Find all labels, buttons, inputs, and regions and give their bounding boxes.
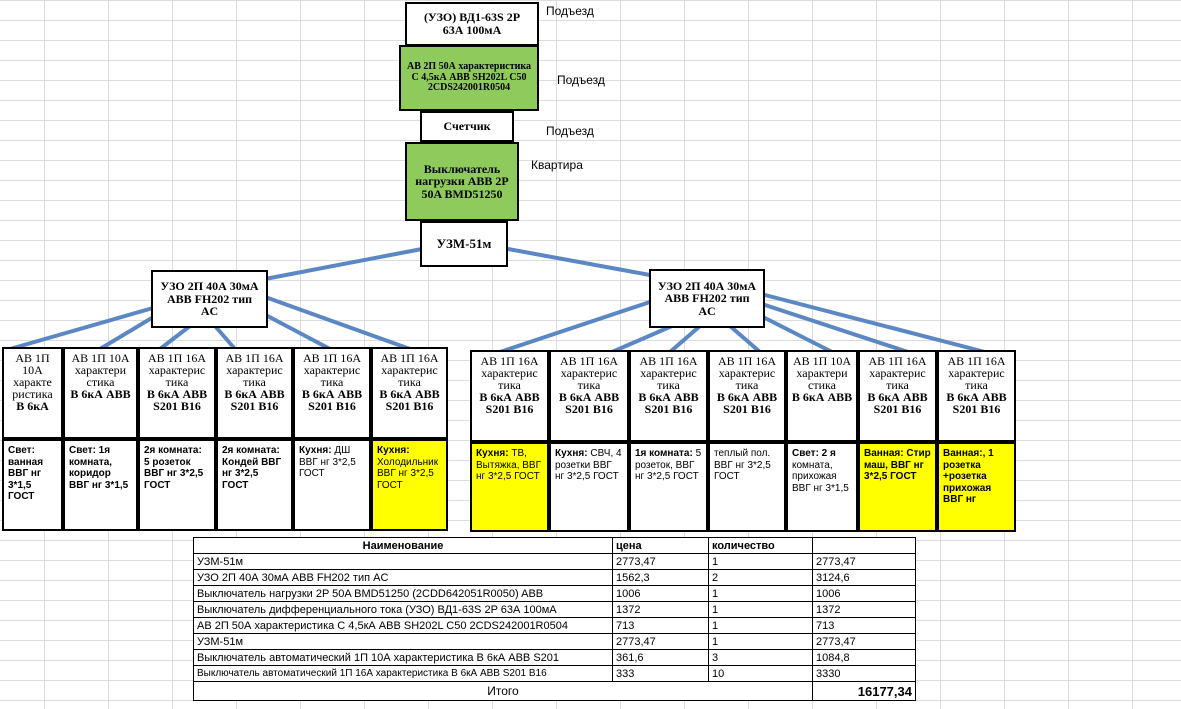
- circuit-right-3: 1я комната: 5 розеток, ВВГ нг 3*2,5 ГОСТ: [629, 442, 708, 532]
- link-relay-rcd-right: [506, 247, 652, 277]
- circuit-left-3: 2я комната: 5 розеток ВВГ нг 3*2,5 ГОСТ: [138, 439, 216, 531]
- meter-box: Счетчик: [420, 111, 514, 142]
- breaker-left-2: АВ 1П 10А характери стика В 6кА ABB: [63, 347, 138, 439]
- breaker-right-1: АВ 1П 16А характерис тика В 6кА ABB S201…: [470, 350, 549, 442]
- load-switch-label: Выключатель нагрузки ABB 2P 50A BMD51250: [415, 161, 509, 201]
- col-header-name: Наименование: [193, 537, 613, 554]
- rcd-right-box: УЗО 2П 40А 30мА ABB FH202 тип AC: [649, 269, 765, 328]
- breaker-left-3: АВ 1П 16А характерис тика В 6кА ABB S201…: [138, 347, 216, 439]
- breaker-right-2: АВ 1П 16А характерис тика В 6кА ABB S201…: [549, 350, 629, 442]
- circuit-right-2: Кухня: СВЧ, 4 розетки ВВГ нг 3*2,5 ГОСТ: [549, 442, 629, 532]
- relay-box: УЗМ-51м: [420, 221, 508, 267]
- table-row: Выключатель автоматический 1П 10А характ…: [193, 649, 916, 666]
- circuit-right-6: Ванная: Стир маш, ВВГ нг 3*2,5 ГОСТ: [858, 442, 937, 532]
- breaker-left-5: АВ 1П 16А характерис тика В 6кА ABB S201…: [293, 347, 371, 439]
- link-rcd-right-b3: [668, 324, 702, 354]
- link-rcd-right-b1: [498, 300, 652, 354]
- link-rcd-right-b4: [728, 324, 762, 354]
- rcd-left-box: УЗО 2П 40А 30мА ABB FH202 тип AC: [151, 270, 268, 328]
- table-header: Наименование цена количество: [193, 537, 916, 554]
- link-rcd-right-b5: [763, 316, 834, 354]
- circuit-right-1: Кухня: ТВ, Вытяжка, ВВГ нг 3*2,5 ГОСТ: [470, 442, 549, 532]
- link-rcd-left-b5: [258, 310, 332, 351]
- rcd-main-label: (УЗО) ВД1-63S 2P 63А 100мА: [423, 10, 521, 37]
- table-total-row: Итого 16177,34: [193, 681, 916, 701]
- breaker-left-4: АВ 1П 16А характерис тика В 6кА ABB S201…: [216, 347, 293, 439]
- circuit-right-7: Ванная:, 1 розетка +розетка прихожая ВВГ…: [937, 442, 1016, 532]
- col-header-sum: [812, 537, 916, 554]
- link-rcd-right-b7: [763, 293, 987, 354]
- circuit-left-1: Свет: ванная ВВГ нг 3*1,5 ГОСТ: [2, 439, 63, 531]
- circuit-left-4: 2я комната: Кондей ВВГ нг 3*2,5 ГОСТ: [216, 439, 293, 531]
- rcd-left-label: УЗО 2П 40А 30мА ABB FH202 тип AC: [160, 279, 259, 319]
- breaker-main-label: АВ 2П 50А характеристика С 4,5кА ABB SH2…: [407, 61, 531, 94]
- circuit-left-6: Кухня: Холодильник ВВГ нг 3*2,5 ГОСТ: [371, 439, 448, 531]
- link-relay-rcd-left: [263, 247, 424, 281]
- rcd-main-box: (УЗО) ВД1-63S 2P 63А 100мА: [405, 2, 539, 46]
- breaker-right-3: АВ 1П 16А характерис тика В 6кА ABB S201…: [629, 350, 708, 442]
- table-row: Выключатель нагрузки 2P 50A BMD51250 (2C…: [193, 585, 916, 602]
- circuit-right-5: Свет: 2 я комната, прихожая ВВГ нг 3*1,5: [786, 442, 858, 532]
- circuit-left-5: Кухня: ДШ ВВГ нг 3*2,5 ГОСТ: [293, 439, 371, 531]
- col-header-qty: количество: [708, 537, 813, 554]
- circuit-right-4: теплый пол. ВВГ нг 3*2,5 ГОСТ: [708, 442, 786, 532]
- breaker-right-5: АВ 1П 10А характери стика В 6кА ABB: [786, 350, 858, 442]
- side-label-entrance-1: Подъезд: [546, 4, 594, 18]
- relay-label: УЗМ-51м: [436, 236, 492, 252]
- table-row: Выключатель автоматический 1П 16А характ…: [193, 665, 916, 682]
- col-header-price: цена: [612, 537, 709, 554]
- side-label-entrance-3: Подъезд: [546, 124, 594, 138]
- link-rcd-left-b6: [266, 296, 412, 351]
- breaker-left-6: АВ 1П 16А характерис тика В 6кА ABB S201…: [371, 347, 448, 439]
- table-row: АВ 2П 50А характеристика С 4,5кА ABB SH2…: [193, 617, 916, 634]
- side-label-apartment: Квартира: [531, 158, 583, 172]
- meter-label: Счетчик: [443, 119, 491, 134]
- link-rcd-right-b2: [610, 324, 674, 354]
- total-label: Итого: [193, 681, 813, 701]
- load-switch-box: Выключатель нагрузки ABB 2P 50A BMD51250: [405, 142, 519, 221]
- breaker-right-7: АВ 1П 16А характерис тика В 6кА ABB S201…: [937, 350, 1016, 442]
- breaker-right-4: АВ 1П 16А характерис тика В 6кА ABB S201…: [708, 350, 786, 442]
- breaker-right-6: АВ 1П 16А характерис тика В 6кА ABB S201…: [858, 350, 937, 442]
- table-row: Выключатель дифференциального тока (УЗО)…: [193, 601, 916, 618]
- side-label-entrance-2: Подъезд: [557, 73, 605, 87]
- rcd-right-label: УЗО 2П 40А 30мА ABB FH202 тип AC: [657, 278, 757, 318]
- link-rcd-left-b4: [213, 324, 237, 351]
- breaker-main-box: АВ 2П 50А характеристика С 4,5кА ABB SH2…: [399, 45, 539, 111]
- link-rcd-left-b3: [158, 324, 192, 351]
- breaker-left-1: АВ 1П 10А характе ристика В 6кА: [2, 347, 63, 439]
- total-value: 16177,34: [812, 681, 916, 701]
- circuit-left-2: Свет: 1я комната, коридор ВВГ нг 3*1,5: [63, 439, 138, 531]
- link-rcd-right-b6: [763, 303, 910, 354]
